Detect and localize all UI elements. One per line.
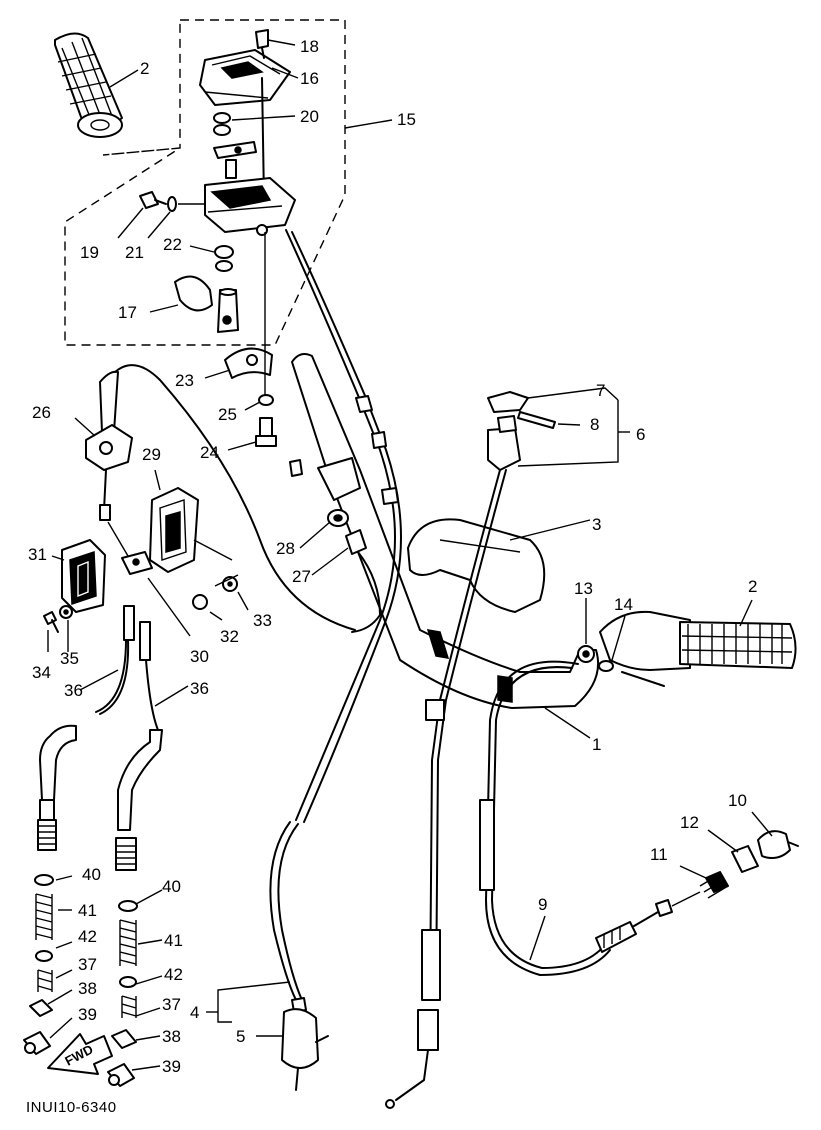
callout-12: 12 — [680, 813, 699, 832]
callout-15: 15 — [397, 110, 416, 129]
callout-25: 25 — [218, 405, 237, 424]
callout-29: 29 — [142, 445, 161, 464]
spring-stack-left — [23, 874, 54, 1055]
callout-28: 28 — [276, 539, 295, 558]
callout-5: 5 — [236, 1027, 245, 1046]
lever-clamp — [289, 457, 361, 501]
callout-31: 31 — [28, 545, 47, 564]
drawing-code: INUI10-6340 — [26, 1099, 117, 1116]
callout-9: 9 — [538, 895, 547, 914]
cable-4 — [269, 229, 402, 1091]
brake-cable-loop — [114, 364, 356, 631]
nut-20 — [213, 112, 231, 136]
callout-17: 17 — [118, 303, 137, 322]
callout-6: 6 — [636, 425, 645, 444]
callout-11: 11 — [650, 845, 668, 864]
callout-4: 4 — [190, 1003, 199, 1022]
callout-20: 20 — [300, 107, 319, 126]
callout-41-right: 41 — [164, 931, 183, 950]
callout-40-right: 40 — [162, 877, 181, 896]
cap-10 — [757, 830, 799, 859]
callout-23: 23 — [175, 371, 194, 390]
switch-29 — [149, 487, 233, 573]
switch-cover-31 — [61, 539, 106, 613]
brake-cable-36-right — [115, 621, 163, 871]
throttle-lever-arm — [213, 141, 257, 179]
washer-35 — [59, 605, 73, 619]
callout-10: 10 — [728, 791, 747, 810]
housing-cover — [199, 49, 291, 106]
callout-42-left: 42 — [78, 927, 97, 946]
callout-34: 34 — [32, 663, 51, 682]
callout-41-left: 41 — [78, 901, 97, 920]
adjuster-13 — [577, 645, 595, 663]
sleeve-12 — [731, 845, 759, 873]
lever-part-7 — [487, 391, 529, 413]
callout-18: 18 — [300, 37, 319, 56]
callout-42-right: 42 — [164, 965, 183, 984]
callout-38-right: 38 — [162, 1027, 181, 1046]
pin-8 — [517, 411, 556, 429]
callout-3: 3 — [592, 515, 601, 534]
callout-30: 30 — [190, 647, 209, 666]
callout-33: 33 — [253, 611, 272, 630]
callout-32: 32 — [220, 627, 239, 646]
callout-13: 13 — [574, 579, 593, 598]
washer-25 — [258, 394, 274, 406]
clamp-23 — [224, 347, 273, 379]
callout-8: 8 — [590, 415, 599, 434]
throttle-lever-17 — [174, 275, 239, 333]
spring-11 — [699, 871, 729, 899]
callout-2-left-grip: 2 — [140, 59, 149, 78]
callout-36-right: 36 — [190, 679, 209, 698]
callout-35: 35 — [60, 649, 79, 668]
callout-26: 26 — [32, 403, 51, 422]
nut-14 — [598, 660, 614, 672]
handlebar-1 — [291, 353, 600, 709]
callout-22: 22 — [163, 235, 182, 254]
callout-16: 16 — [300, 69, 319, 88]
nut-22 — [214, 245, 234, 272]
screw-19 — [139, 191, 167, 209]
callout-21: 21 — [125, 243, 144, 262]
brake-bracket-26 — [85, 370, 133, 521]
callout-37-right: 37 — [162, 995, 181, 1014]
callout-36-left: 36 — [64, 681, 83, 700]
screw-18 — [255, 29, 269, 59]
callout-1: 1 — [592, 735, 601, 754]
brake-cable-36-left — [37, 605, 135, 851]
bolt-24 — [255, 417, 277, 447]
right-grip — [599, 610, 797, 687]
cable-6 — [385, 415, 521, 1109]
left-grip — [54, 32, 123, 138]
callout-27: 27 — [292, 567, 311, 586]
handlebar-pad-3 — [407, 518, 546, 613]
bracket-30 — [121, 551, 153, 575]
throttle-cable-9 — [479, 660, 701, 976]
callout-19: 19 — [80, 243, 99, 262]
callout-24: 24 — [200, 443, 219, 462]
spring-stack-right — [107, 900, 138, 1087]
screw-32 — [192, 594, 208, 610]
callout-40-left: 40 — [82, 865, 101, 884]
callout-38-left: 38 — [78, 979, 97, 998]
callout-37-left: 37 — [78, 955, 97, 974]
assembly-boundary — [64, 19, 346, 346]
callout-7: 7 — [596, 381, 605, 400]
fwd-arrow-badge — [47, 1033, 113, 1075]
callout-14: 14 — [614, 595, 633, 614]
callout-39-left: 39 — [78, 1005, 97, 1024]
callout-39-right: 39 — [162, 1057, 181, 1076]
callout-2-right-grip: 2 — [748, 577, 757, 596]
adjuster-28 — [327, 509, 349, 527]
throttle-housing-body — [204, 177, 296, 236]
screw-34 — [43, 611, 59, 633]
washer-21 — [167, 196, 177, 212]
adjuster-27 — [345, 529, 381, 633]
